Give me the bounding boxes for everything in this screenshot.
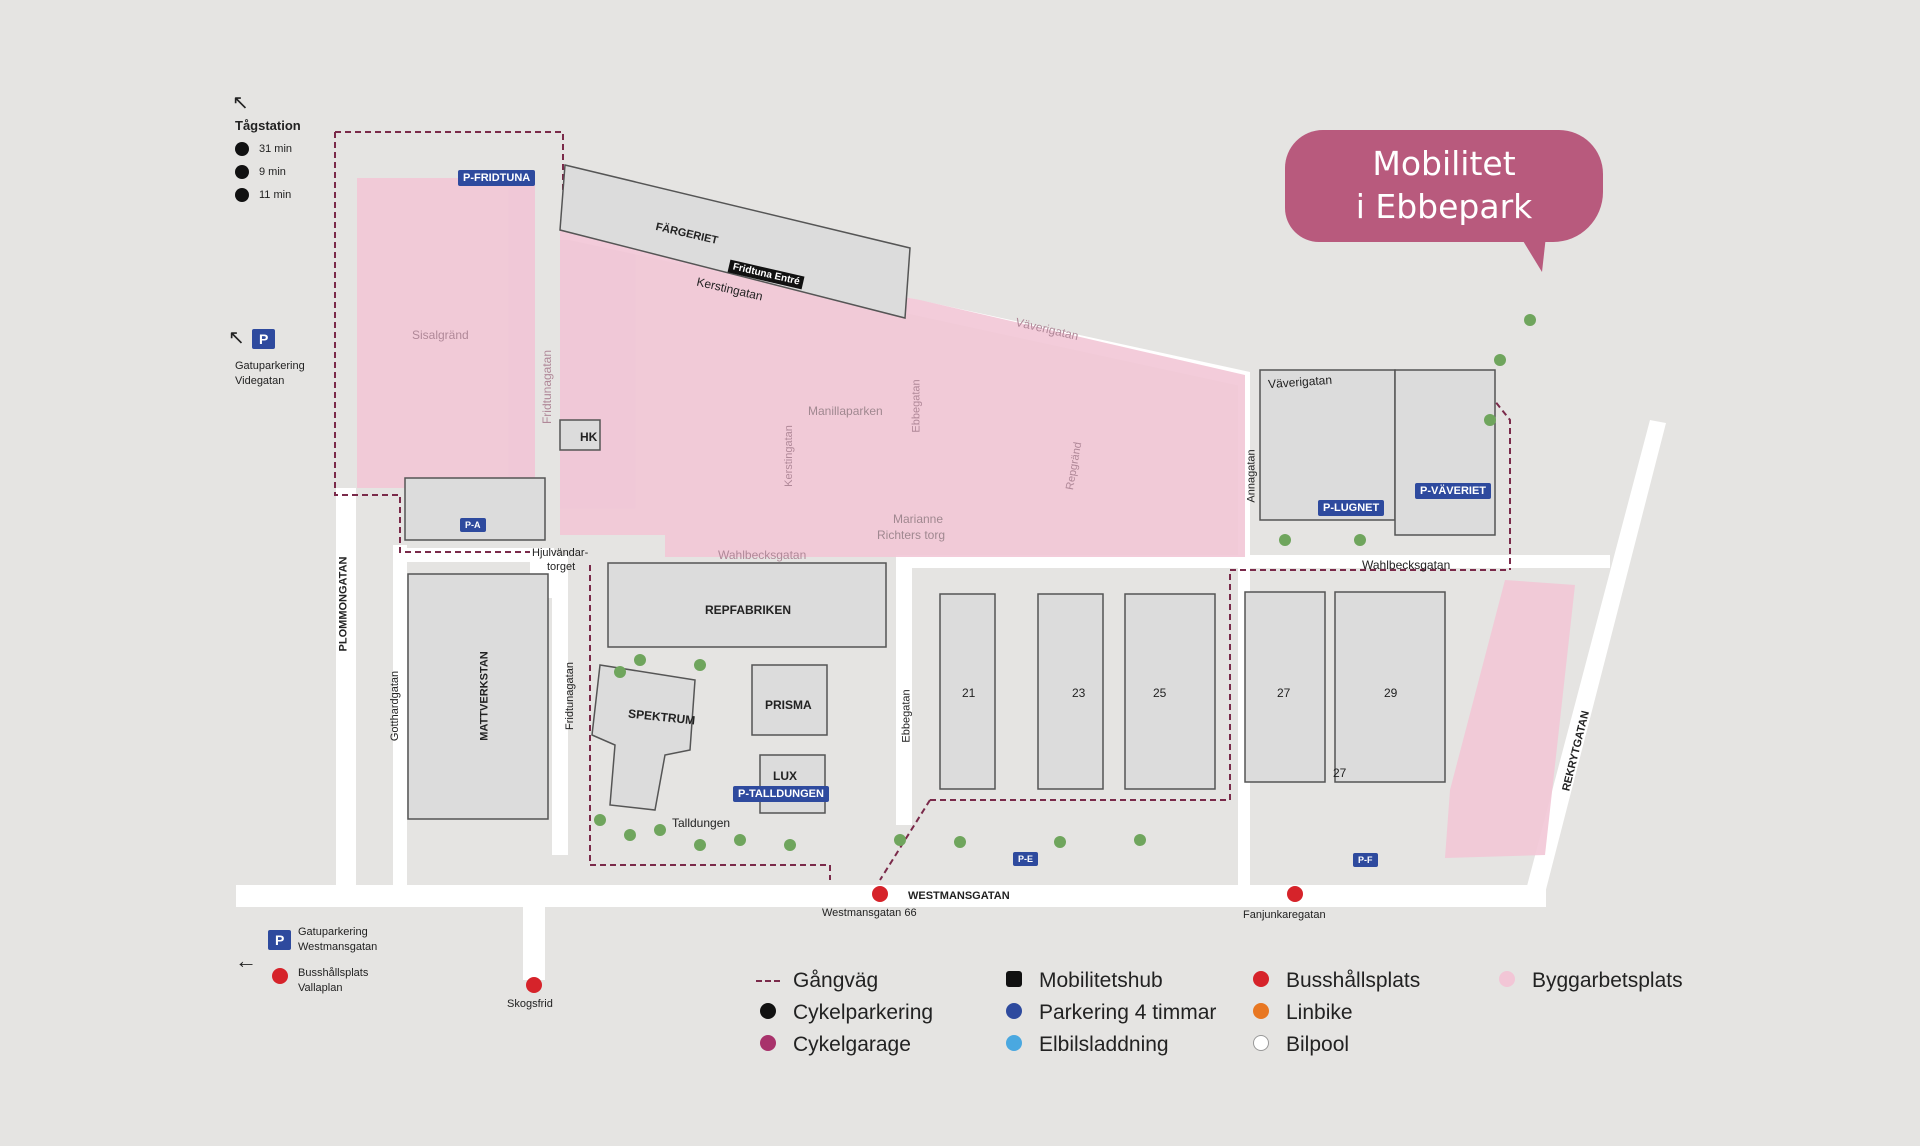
bus-stop-skogsfrid: Skogsfrid: [507, 998, 553, 1010]
legend-linbike: Linbike: [1286, 1001, 1353, 1024]
legend-column-1: Gångväg Cykelparkering Cykelgarage: [755, 965, 933, 1061]
legend-bicycle-garage: Cykelgarage: [793, 1033, 911, 1056]
charging-icon: [1006, 1035, 1022, 1051]
street-fridtunagatan: Fridtunagatan: [540, 349, 555, 425]
street-gotthardgatan: Gotthardgatan: [389, 670, 402, 742]
legend-construction: Byggarbetsplats: [1532, 969, 1683, 992]
bike-time: 9 min: [259, 165, 286, 178]
title-bubble: Mobilitet i Ebbepark: [1285, 130, 1603, 242]
building-27: 27: [1277, 686, 1291, 700]
building-lux: LUX: [773, 769, 797, 783]
parking-icon: [1006, 1003, 1022, 1019]
legend-bus-stop: Busshållsplats: [1286, 969, 1421, 992]
bus-stop-icon: [1287, 886, 1303, 902]
bus-stop-icon: [872, 886, 888, 902]
bus-row: 11 min: [235, 188, 291, 202]
bicycle-garage-icon: [760, 1035, 776, 1051]
parking-lugnet: P-LUGNET: [1318, 500, 1385, 516]
title-line1: Mobilitet: [1372, 144, 1516, 183]
building-hk: HK: [580, 430, 598, 444]
legend-carpool: Bilpool: [1286, 1033, 1350, 1056]
legend-mobility-hub: Mobilitetshub: [1039, 969, 1163, 992]
title-bubble-tail: [1520, 236, 1546, 272]
bus-stop-icon: [1253, 971, 1269, 987]
building-repfabriken: REPFABRIKEN: [705, 603, 792, 617]
building-21: 21: [962, 686, 976, 700]
parking-fridtuna: P-FRIDTUNA: [458, 170, 536, 186]
legend-column-4: Byggarbetsplats: [1494, 965, 1683, 997]
trees: [594, 314, 1536, 851]
bike-row: 9 min: [235, 165, 286, 179]
walk-time: 31 min: [259, 142, 293, 155]
street-fridtunagatan-south: Fridtunagatan: [563, 662, 576, 730]
street-ebbegatan-south: Ebbegatan: [900, 689, 913, 743]
street-wahlbecksgatan: Wahlbecksgatan: [718, 548, 807, 562]
videgatan-line2: Videgatan: [235, 375, 285, 387]
building-mattverkstan: MATTVERKSTAN: [478, 651, 491, 741]
building-27-south: 27: [1333, 766, 1347, 780]
street-kerstingatan-vertical: Kerstingatan: [782, 425, 795, 487]
building-25: 25: [1153, 686, 1167, 700]
street-ebbegatan: Ebbegatan: [910, 379, 923, 433]
title-line2: i Ebbepark: [1355, 187, 1533, 226]
parking-icon: P: [252, 329, 276, 349]
place-hjulvandartorget-1: Hjulvändar-: [532, 547, 589, 559]
vallaplan-line1: Busshållsplats: [298, 967, 369, 979]
carpool-icon: [1253, 1035, 1269, 1051]
westmansgatan-line2: Westmansgatan: [298, 941, 378, 953]
construction-zones: [357, 178, 1575, 858]
street-plommongatan: PLOMMONGATAN: [337, 556, 350, 652]
street-westmansgatan: WESTMANSGATAN: [908, 890, 1010, 902]
bicycle-parking-icon: [760, 1003, 776, 1019]
street-wahlbecksgatan-east: Wahlbecksgatan: [1362, 558, 1451, 572]
street-annagatan: Annagatan: [1245, 449, 1258, 503]
linbike-icon: [1253, 1003, 1269, 1019]
parking-icon: P: [268, 930, 292, 950]
parking-f: P-F: [1353, 853, 1378, 867]
legend-parking: Parkering 4 timmar: [1039, 1001, 1217, 1024]
bus-stop-fanjunkaregatan: Fanjunkaregatan: [1243, 909, 1326, 921]
bus-stop-icon: [526, 977, 542, 993]
bike-icon: [235, 165, 249, 179]
bus-stop-westmansgatan66: Westmansgatan 66: [822, 907, 917, 919]
footpath-icon: [756, 980, 780, 983]
place-marianne-2: Richters torg: [877, 528, 946, 542]
bus-time: 11 min: [259, 188, 292, 201]
vallaplan-line2: Vallaplan: [298, 982, 343, 994]
place-manillaparken: Manillaparken: [808, 404, 883, 418]
legend-charging: Elbilsladdning: [1039, 1033, 1169, 1056]
building-23: 23: [1072, 686, 1086, 700]
parking-a: P-A: [460, 518, 486, 532]
travel-heading: Tågstation: [235, 118, 301, 133]
walk-icon: [235, 142, 249, 156]
footpaths: [334, 131, 1511, 881]
arrow-west-icon: ←: [235, 948, 257, 973]
place-talldungen: Talldungen: [672, 816, 731, 830]
parking-talldungen: P-TALLDUNGEN: [733, 786, 829, 802]
bus-icon: [235, 188, 249, 202]
legend-bicycle-parking: Cykelparkering: [793, 1001, 934, 1024]
arrow-northwest-icon: ↖: [232, 92, 249, 114]
walk-row: 31 min: [235, 142, 292, 156]
parking-e: P-E: [1013, 852, 1039, 866]
construction-icon: [1499, 971, 1515, 987]
legend-column-2: Mobilitetshub Parkering 4 timmar Elbilsl…: [1001, 965, 1216, 1061]
westmansgatan-line1: Gatuparkering: [298, 926, 368, 938]
place-marianne-1: Marianne: [893, 512, 944, 526]
building-29: 29: [1384, 686, 1398, 700]
street-sisalgrand: Sisalgränd: [412, 328, 469, 342]
legend-column-3: Busshållsplats Linbike Bilpool: [1248, 965, 1420, 1061]
videgatan-line1: Gatuparkering: [235, 360, 305, 372]
building-prisma: PRISMA: [765, 698, 812, 712]
place-hjulvandartorget-2: torget: [547, 561, 576, 573]
legend-footpath: Gångväg: [793, 969, 879, 992]
parking-vaveriet: P-VÄVERIET: [1415, 483, 1492, 499]
arrow-northwest-icon: ↖: [228, 327, 245, 349]
buildings: [404, 164, 1496, 820]
mobility-hub-icon: [1006, 971, 1022, 987]
bus-stop-icon: [272, 968, 288, 984]
